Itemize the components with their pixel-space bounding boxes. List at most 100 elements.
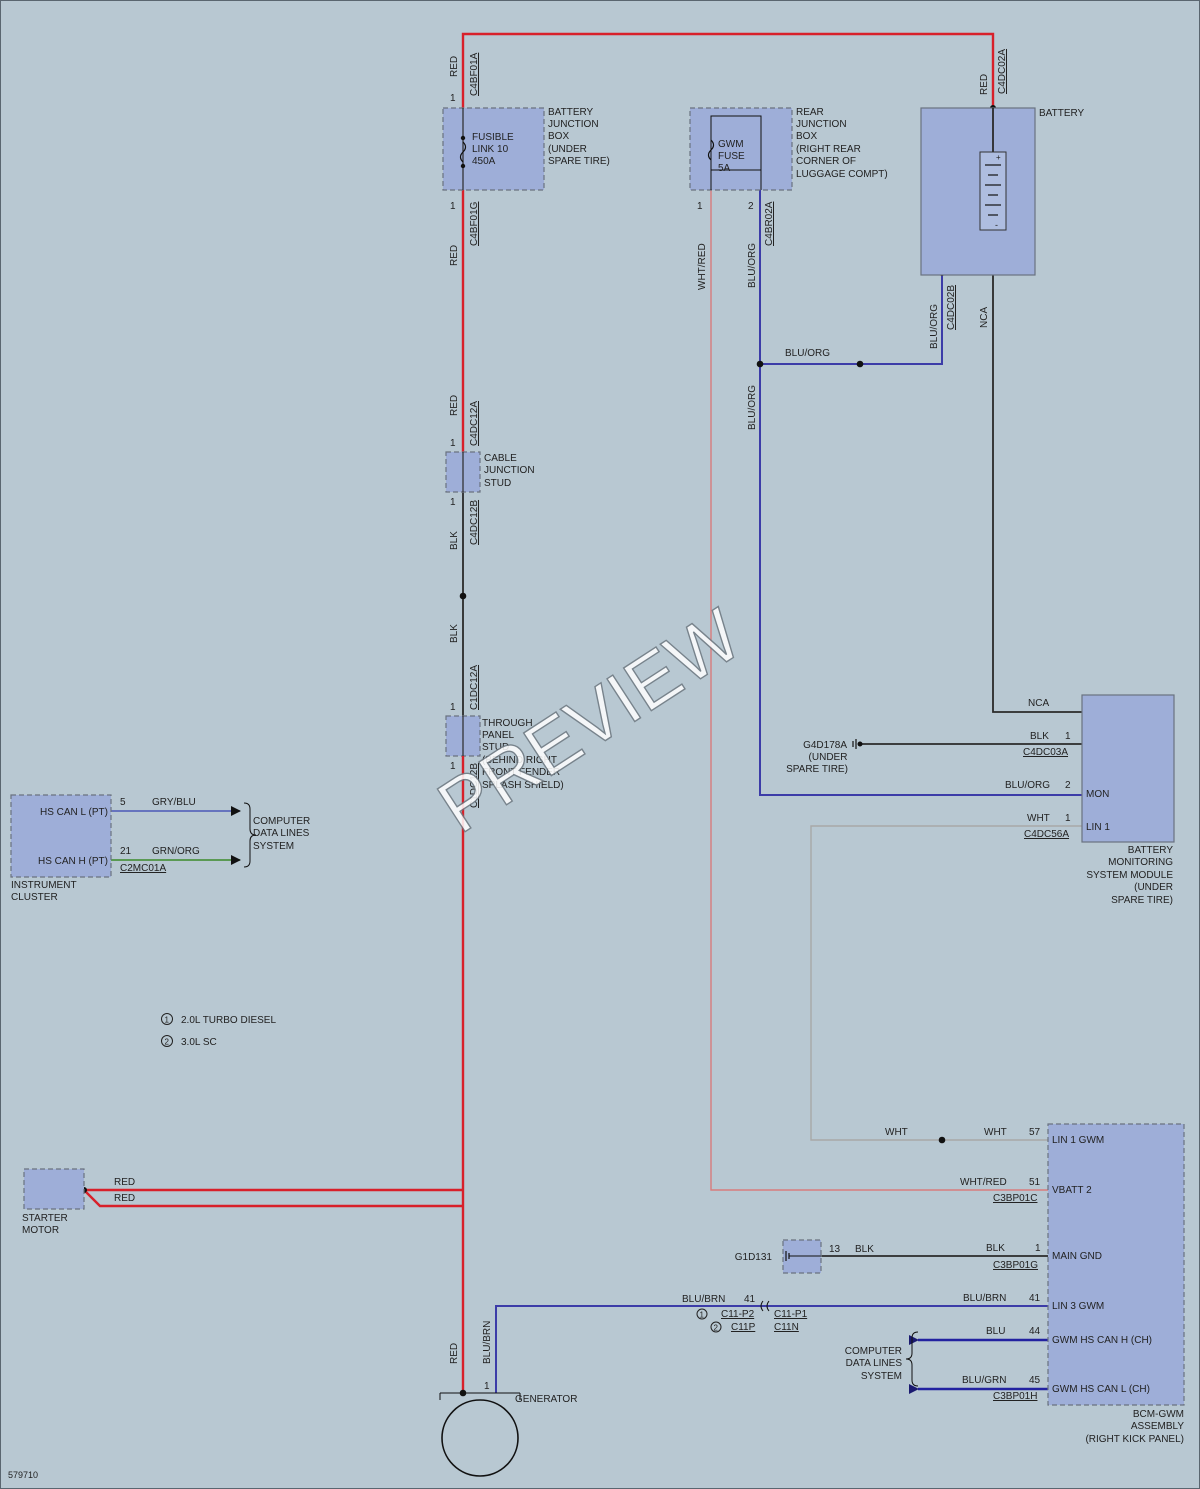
pin-rjb-1: 1 <box>697 201 703 212</box>
tps-label-1: THROUGH <box>482 718 533 729</box>
wire-red-battery: RED <box>979 74 990 95</box>
wire-blu-brn-bcm: BLU/BRN <box>963 1293 1006 1304</box>
instrument-cluster: HS CAN L (PT) HS CAN H (PT) INSTRUMENT C… <box>10 794 310 903</box>
cjs-label-3: STUD <box>484 478 511 489</box>
rjb-label-5: CORNER OF <box>796 156 856 167</box>
pin-13: 13 <box>829 1244 841 1255</box>
g4d178a-loc-2: SPARE TIRE) <box>786 764 848 775</box>
bms-lin1-pin: LIN 1 <box>1086 822 1110 833</box>
connector-c11n: C11N <box>774 1322 799 1333</box>
bcm-pin-can-h: GWM HS CAN H (CH) <box>1052 1335 1152 1346</box>
bms-module: MON LIN 1 BATTERY MONITORING SYSTEM MODU… <box>1081 694 1175 906</box>
rjb-label-1: REAR <box>796 107 824 118</box>
instrument-cluster-label-1: INSTRUMENT <box>11 880 77 891</box>
pin-bms-2: 2 <box>1065 780 1071 791</box>
bms-label-1: BATTERY <box>1128 845 1174 856</box>
battery: + - BATTERY <box>920 107 1085 276</box>
wire-wht-bms: WHT <box>1027 813 1050 824</box>
bcm-label-1: BCM-GWM <box>1133 1409 1184 1420</box>
inline-connector-c11: 41 BLU/BRN 1 2 C11-P2 C11P C11-P1 C11N <box>682 1294 808 1333</box>
pin-bms-1-blk: 1 <box>1065 731 1071 742</box>
connector-c4dc03a: C4DC03A <box>1023 747 1068 758</box>
wire-nca-bms: NCA <box>1028 698 1049 709</box>
wire-gry-blu: GRY/BLU <box>152 797 196 808</box>
bjb-label-1: BATTERY <box>548 107 594 118</box>
wire-blu-org-battery: BLU/ORG <box>929 304 940 349</box>
wire-red-bjb-down: RED <box>449 245 460 266</box>
generator-label: GENERATOR <box>515 1394 577 1405</box>
fusible-link-line-1: FUSIBLE <box>472 132 514 143</box>
computer-data-lines-right: COMPUTER DATA LINES SYSTEM <box>845 1331 919 1387</box>
starter-label-2: MOTOR <box>22 1225 59 1236</box>
note-2-text: 3.0L SC <box>181 1037 217 1048</box>
connector-c1dc12b: C1DC12B <box>469 763 480 808</box>
pin-bjb-top: 1 <box>450 93 456 104</box>
wire-blk-g1d131: BLK <box>855 1244 874 1255</box>
bms-label-3: SYSTEM MODULE <box>1086 870 1173 881</box>
ground-g1d131: G1D131 13 BLK <box>735 1239 874 1274</box>
wire-wht-red-rjb: WHT/RED <box>697 243 708 290</box>
connector-c3bp01g: C3BP01G <box>993 1260 1038 1271</box>
cjs-label-2: JUNCTION <box>484 465 535 476</box>
pin-41-c11: 41 <box>744 1294 756 1305</box>
battery-junction-box: FUSIBLE LINK 10 450A BATTERY JUNCTION BO… <box>442 107 610 191</box>
connector-c3bp01c: C3BP01C <box>993 1193 1037 1204</box>
wire-blk-tps: BLK <box>449 624 460 643</box>
battery-label: BATTERY <box>1039 108 1085 119</box>
pin-rjb-2: 2 <box>748 201 754 212</box>
pin-bjb-bottom: 1 <box>450 201 456 212</box>
tps-label-3: STUD <box>482 742 509 753</box>
wire-blk-cjs: BLK <box>449 531 460 550</box>
fusible-link-line-2: LINK 10 <box>472 144 509 155</box>
cdl-left-2: DATA LINES <box>253 828 310 839</box>
bms-label-5: SPARE TIRE) <box>1111 895 1173 906</box>
connector-c3bp01h: C3BP01H <box>993 1391 1037 1402</box>
battery-neg-symbol: - <box>995 220 998 230</box>
wire-blu-brn-c11: BLU/BRN <box>682 1294 725 1305</box>
through-panel-stud: THROUGH PANEL STUD (BEHIND RIGHT FRONT F… <box>445 715 564 806</box>
pin-gen-1: 1 <box>484 1381 490 1392</box>
rear-junction-box: GWM FUSE 5A REAR JUNCTION BOX (RIGHT REA… <box>689 107 888 191</box>
connector-c2mc01a: C2MC01A <box>120 863 166 874</box>
wire-blu-brn-generator: BLU/BRN <box>482 1321 493 1364</box>
wire-blu-org-down: BLU/ORG <box>747 385 758 430</box>
connector-c4br02a: C4BR02A <box>764 201 775 246</box>
wire-wht-red-bcm: WHT/RED <box>960 1177 1007 1188</box>
left-column-labels: RED C4BF01A 1 1 C4BF01G RED RED C4DC12A … <box>449 52 493 1364</box>
bcm-label-2: ASSEMBLY <box>1131 1421 1184 1432</box>
bcm-pin-main-gnd: MAIN GND <box>1052 1251 1102 1262</box>
wire-grn-org: GRN/ORG <box>152 846 200 857</box>
bcm-pin-can-l: GWM HS CAN L (CH) <box>1052 1384 1150 1395</box>
blue-wires <box>111 190 1082 1394</box>
c11-note-1: 1 <box>700 1311 705 1320</box>
pin-tps-bottom: 1 <box>450 761 456 772</box>
wht-lin-wire <box>810 825 1082 1141</box>
connector-c11p: C11P <box>731 1322 756 1333</box>
pin-cjs-bottom: 1 <box>450 497 456 508</box>
starter-label-1: STARTER <box>22 1213 68 1224</box>
connector-c4bf01a: C4BF01A <box>469 52 480 96</box>
bcm-pin-vbatt2: VBATT 2 <box>1052 1185 1092 1196</box>
tps-label-2: PANEL <box>482 730 514 741</box>
wire-red-starter-1: RED <box>114 1177 135 1188</box>
pin-tps-top: 1 <box>450 702 456 713</box>
bjb-label-3: BOX <box>548 131 569 142</box>
bms-wire-labels: NCA BLK 1 C4DC03A BLU/ORG 2 WHT 1 C4DC56… <box>1005 698 1071 840</box>
red-power-wires <box>83 32 995 1393</box>
connector-c11-p2: C11-P2 <box>721 1309 755 1320</box>
instrument-cluster-label-2: CLUSTER <box>11 892 58 903</box>
bjb-label-5: SPARE TIRE) <box>548 156 610 167</box>
note-2-marker: 2 <box>165 1038 170 1047</box>
starter-motor: STARTER MOTOR RED RED <box>22 1168 135 1236</box>
wire-blu-org-rjb: BLU/ORG <box>747 243 758 288</box>
wire-red-top: RED <box>449 56 460 77</box>
wire-blu-grn-bcm: BLU/GRN <box>962 1375 1006 1386</box>
hs-can-l-pt-pin: HS CAN L (PT) <box>40 807 108 818</box>
pin-41-bcm: 41 <box>1029 1293 1041 1304</box>
connector-c4bf01g: C4BF01G <box>469 201 480 246</box>
pin-45: 45 <box>1029 1375 1041 1386</box>
wire-nca-battery: NCA <box>979 307 990 328</box>
wire-blk-bcm: BLK <box>986 1243 1005 1254</box>
ground-g4d178a: G4D178A (UNDER SPARE TIRE) <box>786 739 863 775</box>
tps-label-5: FRONT FENDER <box>482 767 560 778</box>
